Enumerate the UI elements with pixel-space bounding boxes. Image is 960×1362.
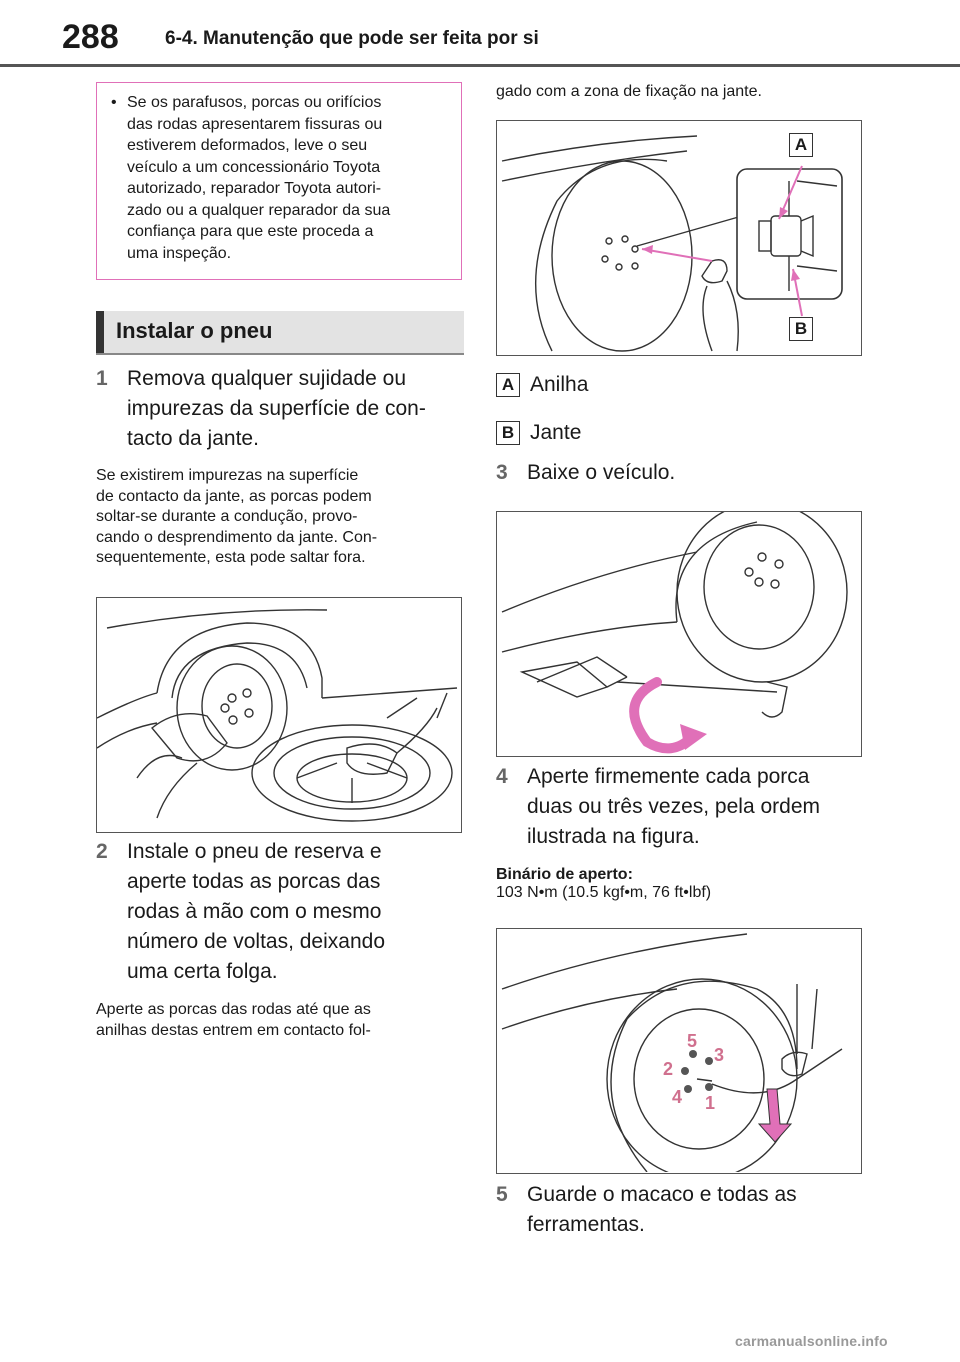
note-line: uma inspeção. [127, 244, 232, 262]
order-label: 1 [705, 1093, 715, 1113]
order-label: 5 [687, 1031, 697, 1051]
figure-lower-vehicle [496, 511, 862, 757]
step-line: uma certa folga. [127, 960, 278, 983]
step-line: impurezas da superfície de con- [127, 397, 426, 420]
figure-clean-hub [96, 597, 462, 833]
torque-value: 103 N•m (10.5 kgf•m, 76 ft•lbf) [496, 884, 712, 901]
note-line: de contacto da jante, as porcas podem [96, 487, 372, 505]
note-line: confiança para que este proceda a [127, 223, 374, 240]
note-line: autorizado, reparador Toyota autori- [127, 180, 382, 197]
section-title: 6-4. Manutenção que pode ser feita por s… [165, 28, 539, 49]
step-line: duas ou três vezes, pela ordem [527, 795, 820, 818]
note-line: Aperte as porcas das rodas até que as [96, 1001, 371, 1018]
note-line: veículo a um concessionário Toyota [127, 158, 381, 176]
note-bullet-item: • Se os parafusos, porcas ou orifícios d… [111, 92, 447, 264]
legend-b: B Jante [496, 418, 581, 448]
page-number: 288 [62, 18, 119, 56]
step-line: ferramentas. [527, 1213, 645, 1236]
step-number: 2 [96, 840, 108, 863]
note-line: sequentemente, esta pode saltar fora. [96, 549, 366, 566]
lower-vehicle-illustration [501, 512, 848, 754]
rotate-arrow [629, 677, 697, 754]
lug-nut [681, 1067, 689, 1075]
step-number: 5 [496, 1183, 508, 1206]
callout-a: A [789, 133, 813, 157]
note-line: soltar-se durante a condução, provo- [96, 508, 358, 525]
note-line: das rodas apresentarem fissuras ou [127, 115, 383, 133]
clean-hub-illustration [97, 609, 458, 822]
order-label: 4 [672, 1087, 682, 1107]
step-text: Baixe o veículo. [527, 458, 675, 488]
step-line: Remova qualquer sujidade ou [127, 367, 407, 390]
note-line: zado ou a qualquer reparador da sua [127, 201, 391, 219]
torque-spec: Binário de aperto: 103 N•m (10.5 kgf•m, … [496, 866, 866, 902]
order-label: 3 [714, 1045, 724, 1065]
legend-label: Anilha [530, 373, 589, 396]
step-line: rodas à mão com o mesmo [127, 900, 382, 923]
legend-key: B [496, 421, 520, 446]
section-heading: Instalar o pneu [96, 311, 464, 355]
tightening-order-illustration: 1 2 3 4 5 [501, 933, 843, 1172]
legend-a: A Anilha [496, 370, 588, 400]
step-line: aperte todas as porcas das [127, 870, 381, 893]
order-label: 2 [663, 1059, 673, 1079]
down-arrow [757, 1088, 793, 1143]
step-line: Guarde o macaco e todas as [527, 1183, 797, 1206]
note-line: gado com a zona de fixação na jante. [496, 83, 762, 100]
callout-b: B [789, 317, 813, 341]
note-line: estiverem deformados, leve o seu [127, 137, 368, 154]
step-line: Aperte firmemente cada porca [527, 765, 810, 788]
step-text: Aperte firmemente cada porca duas ou trê… [527, 762, 820, 852]
step-2-note-continued: gado com a zona de fixação na jante. [496, 82, 866, 103]
washer-rim-illustration [501, 135, 843, 352]
figure-tightening-order: 1 2 3 4 5 [496, 928, 862, 1174]
note-line: Se existirem impurezas na superfície [96, 467, 359, 484]
step-text: Instale o pneu de reserva e aperte todas… [127, 837, 385, 987]
lug-nut [689, 1050, 697, 1058]
step-1-note: Se existirem impurezas na superfície de … [96, 466, 466, 569]
figure-washer-rim: A B [496, 120, 862, 356]
step-text: Remova qualquer sujidade ou impurezas da… [127, 364, 426, 454]
heading-text: Instalar o pneu [116, 318, 273, 343]
lug-nut [705, 1057, 713, 1065]
step-2: 2 Instale o pneu de reserva e aperte tod… [96, 837, 466, 987]
step-line: número de voltas, deixando [127, 930, 385, 953]
caution-note-box: • Se os parafusos, porcas ou orifícios d… [96, 82, 462, 280]
step-number: 3 [496, 461, 508, 484]
step-4: 4 Aperte firmemente cada porca duas ou t… [496, 762, 866, 852]
step-number: 4 [496, 765, 508, 788]
step-line: tacto da jante. [127, 427, 259, 450]
note-line: cando o desprendimento da jante. Con- [96, 528, 378, 546]
step-1: 1 Remova qualquer sujidade ou impurezas … [96, 364, 466, 454]
torque-title: Binário de aperto: [496, 866, 633, 883]
step-line: ilustrada na figura. [527, 825, 700, 848]
step-line: Instale o pneu de reserva e [127, 840, 382, 863]
note-line: anilhas destas entrem em contacto fol- [96, 1021, 371, 1039]
heading-stripe [96, 311, 104, 353]
step-2-note: Aperte as porcas das rodas até que as an… [96, 1000, 466, 1041]
bullet-glyph: • [111, 94, 117, 111]
note-text: Se os parafusos, porcas ou orifícios das… [127, 92, 390, 264]
detail-inset [736, 168, 843, 300]
step-5: 5 Guarde o macaco e todas as ferramentas… [496, 1180, 866, 1240]
legend-label: Jante [530, 421, 582, 444]
header-divider [0, 64, 960, 67]
legend-key: A [496, 373, 520, 398]
lug-nut [684, 1085, 692, 1093]
step-line: Baixe o veículo. [527, 461, 676, 484]
step-3: 3 Baixe o veículo. [496, 458, 866, 488]
lug-nut [705, 1083, 713, 1091]
note-line: Se os parafusos, porcas ou orifícios [127, 94, 382, 111]
step-text: Guarde o macaco e todas as ferramentas. [527, 1180, 797, 1240]
step-number: 1 [96, 367, 108, 390]
footer-watermark[interactable]: carmanualsonline.info [735, 1333, 888, 1349]
